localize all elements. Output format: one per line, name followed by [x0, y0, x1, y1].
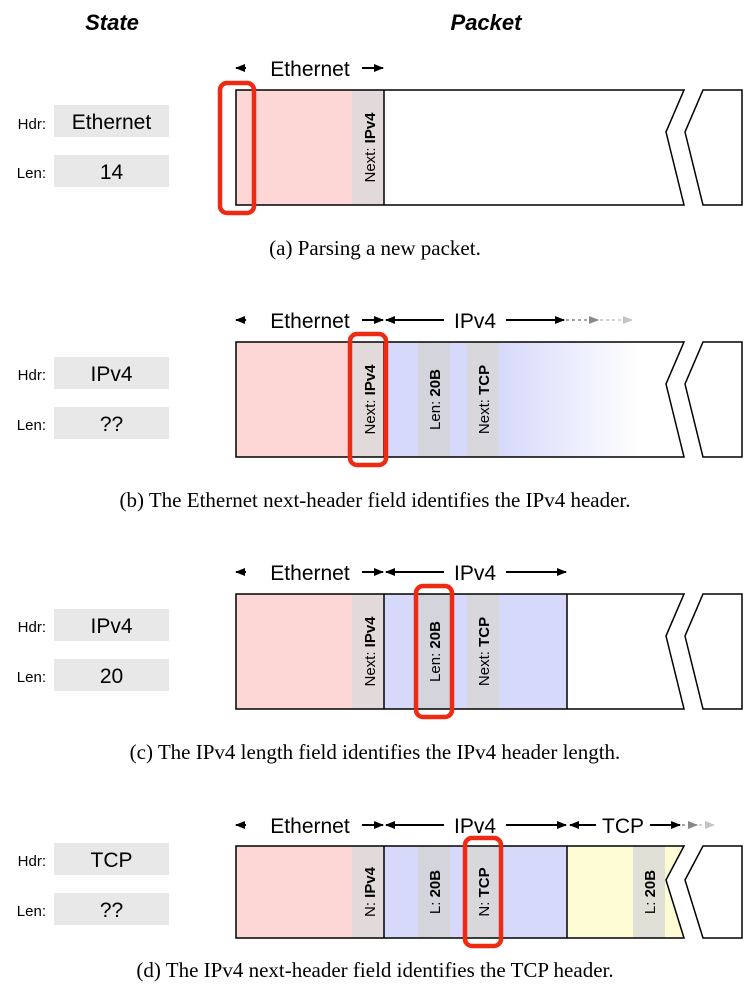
hdr-state-box	[54, 609, 169, 641]
panel-b: Hdr: IPv4 Len: ?? Ethernet IPv4 Next: IP…	[17, 310, 743, 512]
hdr-label: Hdr:	[18, 367, 46, 384]
len-state-box	[54, 155, 169, 187]
ip-len-field-label: Len: 20B	[427, 369, 444, 430]
len-state-value: 14	[100, 161, 124, 184]
ethernet-span-label: Ethernet	[270, 58, 350, 81]
packet-column-title: Packet	[451, 10, 524, 35]
eth-next-field-highlight	[347, 331, 389, 468]
caption-a: (a) Parsing a new packet.	[269, 236, 481, 260]
len-state-value: ??	[100, 413, 123, 436]
tcp-region	[567, 846, 684, 938]
packet-tail-break	[684, 89, 743, 206]
len-label: Len:	[17, 669, 46, 686]
hdr-state-value: Ethernet	[72, 111, 152, 134]
panel-c: Hdr: IPv4 Len: 20 Ethernet IPv4 Next: IP…	[17, 562, 743, 764]
packet-outline	[235, 341, 686, 458]
packet-outline	[235, 593, 686, 710]
eth-next-field-label: Next: IPv4	[362, 364, 379, 435]
ip-len-field-highlight	[413, 583, 455, 720]
panel-a: Hdr: Ethernet Len: 14 Ethernet Next: IPv…	[17, 58, 743, 260]
hdr-label: Hdr:	[18, 619, 46, 636]
hdr-label: Hdr:	[18, 853, 46, 870]
ip-next-field-label: Next: TCP	[476, 365, 493, 434]
eth-next-field-label: Next: IPv4	[362, 616, 379, 687]
hdr-state-value: TCP	[91, 849, 133, 872]
caption-b: (b) The Ethernet next-header field ident…	[120, 488, 631, 512]
eth-next-field	[352, 342, 384, 457]
tcp-len-field	[633, 846, 665, 938]
caption-c: (c) The IPv4 length field identifies the…	[130, 740, 621, 764]
packet-tail-break	[684, 593, 743, 710]
hdr-state-box	[54, 105, 169, 137]
ipv4-span-label: IPv4	[454, 310, 496, 333]
hdr-label: Hdr:	[18, 116, 46, 133]
ethernet-span-label: Ethernet	[270, 310, 350, 333]
eth-next-field-label: N: IPv4	[362, 866, 379, 917]
len-state-value: ??	[100, 899, 123, 922]
eth-next-field-label: Next: IPv4	[362, 112, 379, 183]
ipv4-span-label: IPv4	[454, 815, 496, 838]
packet-tail-break	[684, 341, 743, 458]
ip-len-field	[418, 594, 450, 709]
parser-cursor-highlight	[217, 80, 257, 216]
packet-outline	[235, 845, 686, 939]
ip-next-field	[467, 342, 499, 457]
eth-next-field	[352, 90, 384, 205]
caption-d: (d) The IPv4 next-header field identifie…	[136, 958, 613, 982]
len-label: Len:	[17, 165, 46, 182]
panel-d: Hdr: TCP Len: ?? Ethernet IPv4 TCP N: IP…	[17, 815, 743, 982]
ip-len-field	[418, 846, 450, 938]
ip-len-field	[418, 342, 450, 457]
eth-next-field	[352, 594, 384, 709]
ethernet-span-label: Ethernet	[270, 815, 350, 838]
packet-tail-break	[684, 845, 743, 939]
hdr-state-box	[54, 843, 169, 875]
tcp-len-field-label: L: 20B	[642, 870, 659, 914]
ip-next-field	[467, 846, 499, 938]
ip-len-field-label: Len: 20B	[427, 621, 444, 682]
len-label: Len:	[17, 903, 46, 920]
len-state-value: 20	[100, 665, 123, 688]
ip-next-field-label: N: TCP	[476, 867, 493, 916]
eth-next-field	[352, 846, 384, 938]
state-column-title: State	[85, 10, 139, 35]
len-state-box	[54, 893, 169, 925]
ipv4-span-label: IPv4	[454, 562, 496, 585]
len-state-box	[54, 659, 169, 691]
ip-next-field	[467, 594, 499, 709]
tcp-span-label: TCP	[602, 815, 644, 838]
len-state-box	[54, 407, 169, 439]
ip-len-field-label: L: 20B	[427, 870, 444, 914]
ip-next-field-highlight	[462, 835, 504, 949]
ethernet-span-label: Ethernet	[270, 562, 350, 585]
hdr-state-value: IPv4	[90, 615, 132, 638]
hdr-state-box	[54, 357, 169, 389]
hdr-state-value: IPv4	[90, 363, 132, 386]
len-label: Len:	[17, 417, 46, 434]
packet-outline	[235, 89, 686, 206]
ip-next-field-label: Next: TCP	[476, 617, 493, 686]
